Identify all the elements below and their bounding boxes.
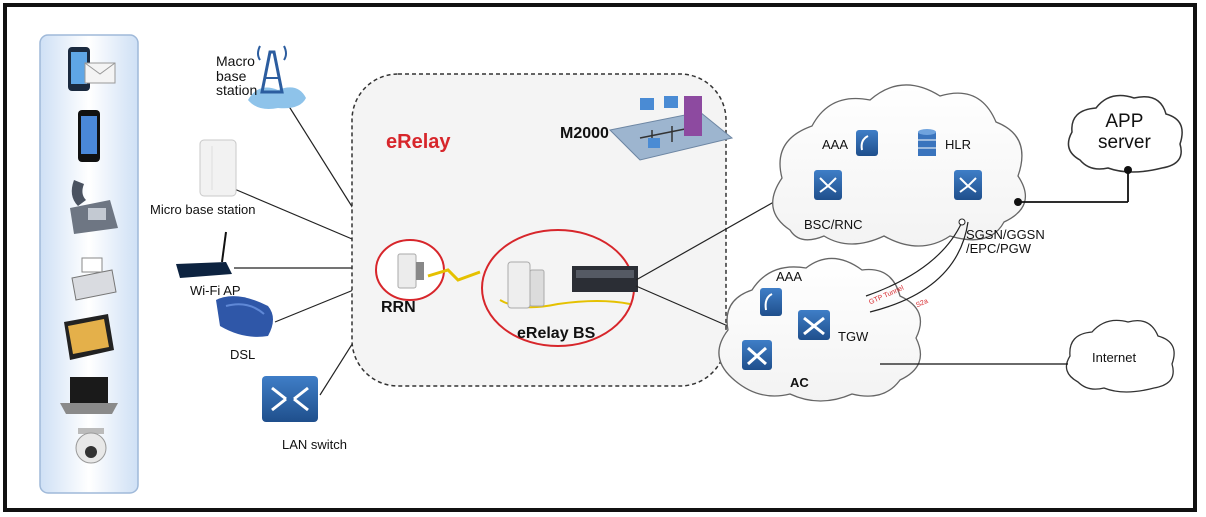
rrn-node bbox=[375, 239, 445, 301]
m2000-label: M2000 bbox=[560, 125, 609, 142]
fax-printer-icon bbox=[71, 257, 117, 301]
wireless-backhaul-link bbox=[427, 268, 481, 282]
dsl-modem-icon bbox=[216, 296, 273, 337]
aaa-core-icon bbox=[856, 130, 878, 156]
sgsn-label: SGSN/GGSN /EPC/PGW bbox=[966, 227, 1045, 256]
aaa-ac-label: AAA bbox=[776, 269, 803, 284]
smartphone-mail-icon bbox=[68, 47, 116, 91]
wifi-ap-icon bbox=[176, 231, 232, 278]
ip-camera-icon bbox=[75, 428, 107, 464]
desk-phone-icon bbox=[70, 180, 118, 234]
laptop-icon bbox=[60, 377, 118, 414]
smartphone-icon bbox=[78, 110, 100, 162]
erelay-bs-label: eRelay BS bbox=[517, 325, 596, 342]
rrn-label: RRN bbox=[381, 299, 416, 316]
aaa-ac-icon bbox=[760, 288, 782, 316]
dsl-label: DSL bbox=[230, 347, 256, 362]
diagram-border bbox=[3, 3, 1197, 512]
s2a-line bbox=[869, 221, 969, 313]
gtp-tunnel-line bbox=[865, 221, 963, 297]
tablet-icon bbox=[64, 314, 114, 360]
micro-base-station-icon bbox=[199, 139, 237, 197]
core-network-cloud bbox=[772, 84, 1026, 247]
lan-switch-icon bbox=[262, 376, 318, 422]
erelay-bs-node bbox=[481, 229, 638, 347]
erelay-title: eRelay bbox=[386, 131, 451, 153]
bsc-rnc-label: BSC/RNC bbox=[804, 217, 863, 232]
app-server-label: APP server bbox=[1098, 111, 1151, 153]
tgw-label: TGW bbox=[838, 329, 869, 344]
lan-switch-label: LAN switch bbox=[282, 437, 348, 452]
internet-cloud bbox=[1065, 319, 1175, 393]
hlr-database-icon bbox=[918, 129, 936, 156]
ac-label: AC bbox=[790, 375, 809, 390]
micro-base-station-label: Micro base station bbox=[150, 202, 256, 217]
bsc-rnc-icon bbox=[814, 170, 842, 200]
macro-base-station-icon bbox=[248, 45, 306, 109]
aaa-core-label: AAA bbox=[822, 137, 849, 152]
ac-icon bbox=[742, 340, 772, 370]
sgsn-ggsn-icon bbox=[954, 170, 982, 200]
hlr-label: HLR bbox=[945, 137, 972, 152]
wifi-ap-label: Wi-Fi AP bbox=[190, 283, 241, 298]
app-server-cloud bbox=[1067, 94, 1183, 173]
m2000-icon bbox=[608, 96, 734, 161]
macro-base-station-label: Macro base station bbox=[216, 53, 258, 99]
tgw-icon bbox=[798, 310, 830, 340]
internet-label: Internet bbox=[1092, 350, 1137, 365]
